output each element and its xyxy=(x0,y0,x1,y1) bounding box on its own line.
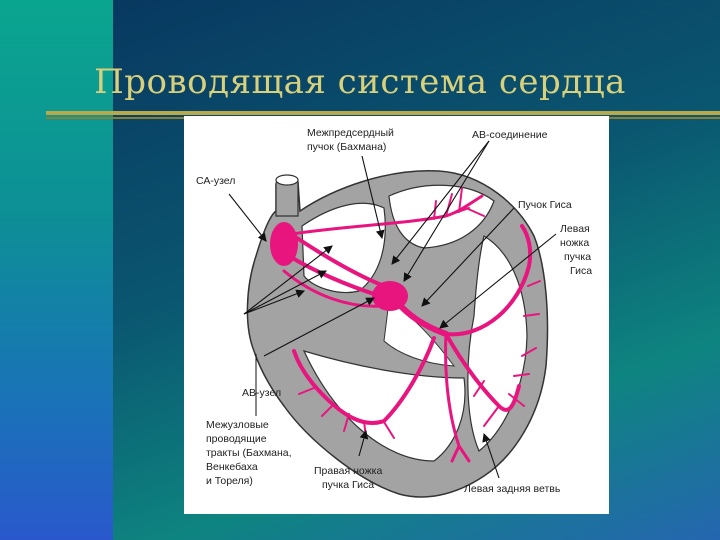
label-av-node: АВ-узел xyxy=(242,387,281,399)
purkinje-fibers-right xyxy=(298,387,395,439)
arrow-right-branch xyxy=(358,429,369,457)
label-left-branch-4: Гиса xyxy=(570,265,592,277)
title-underline xyxy=(46,111,720,115)
arrow-left-posterior xyxy=(482,432,500,479)
vessel-opening xyxy=(275,174,299,186)
left-bundle-branch xyxy=(444,224,533,337)
arrow-av-junction-1 xyxy=(391,140,490,265)
label-bachmann-2: пучок (Бахмана) xyxy=(307,141,386,153)
label-internodal-5: и Тореля) xyxy=(206,475,253,487)
label-left-branch-2: ножка xyxy=(560,237,589,249)
arrow-av-node xyxy=(263,297,375,357)
sa-node xyxy=(270,222,298,266)
heart-diagram-panel: СА-узел Межпредсердный пучок (Бахмана) А… xyxy=(184,116,609,514)
arrow-av-junction-2 xyxy=(403,140,490,282)
label-internodal-4: Венкебаха xyxy=(206,461,258,473)
arrow-internodal-2 xyxy=(243,270,327,315)
arrow-sa-node xyxy=(228,193,267,242)
label-sa-node: СА-узел xyxy=(196,175,235,187)
internodal-tract-1 xyxy=(292,234,386,288)
arrow-his xyxy=(421,207,515,307)
internodal-tract-2 xyxy=(287,254,382,298)
arrow-left-branch xyxy=(439,233,557,329)
left-lower-branch xyxy=(444,332,471,463)
right-bundle-branch xyxy=(292,336,436,425)
left-accent-band xyxy=(0,0,113,540)
label-his-bundle: Пучок Гиса xyxy=(518,199,572,211)
right-ventricle xyxy=(302,350,466,462)
left-atrial-branches xyxy=(433,187,485,220)
purkinje-fibers-left xyxy=(473,280,541,427)
label-bachmann-1: Межпредсердный xyxy=(307,127,394,139)
internodal-tract-3 xyxy=(282,269,384,308)
label-right-branch-2: пучка Гиса xyxy=(322,479,374,491)
label-av-junction: АВ-соединение xyxy=(472,129,548,141)
slide-title: Проводящая система сердца xyxy=(94,62,626,102)
label-right-branch-1: Правая ножка xyxy=(314,465,382,477)
av-node xyxy=(372,281,408,311)
label-internodal-1: Межузловые xyxy=(206,419,269,431)
label-left-branch-3: пучка xyxy=(564,251,591,263)
label-internodal-3: тракты (Бахмана, xyxy=(206,447,292,459)
arrow-bachmann xyxy=(361,155,385,240)
heart-conduction-diagram: СА-узел Межпредсердный пучок (Бахмана) А… xyxy=(196,127,592,498)
arrow-internodal-3 xyxy=(243,289,306,315)
label-left-posterior: Левая задняя ветвь xyxy=(464,483,561,495)
arrow-internodal-1 xyxy=(243,245,333,315)
label-left-branch-1: Левая xyxy=(560,223,590,235)
bachmann-bundle xyxy=(290,194,484,236)
label-internodal-2: проводящие xyxy=(206,433,267,445)
